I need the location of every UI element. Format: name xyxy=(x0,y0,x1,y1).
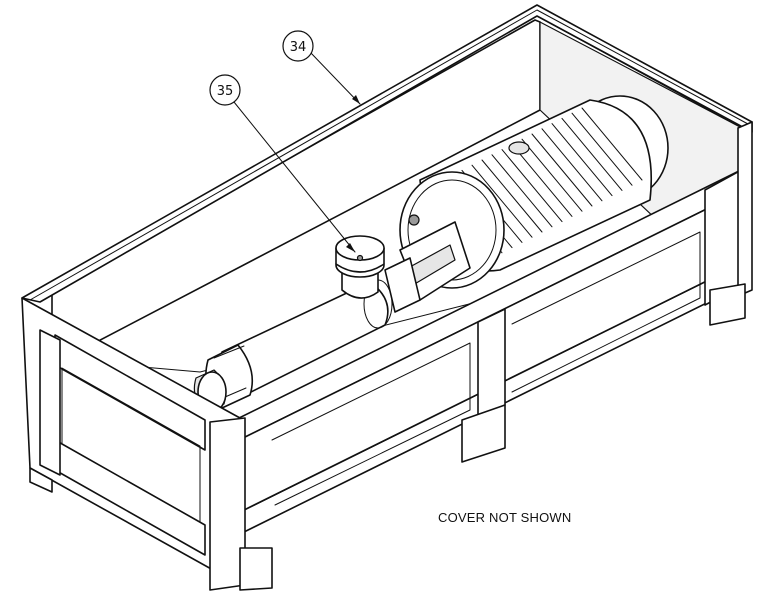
motor-fin xyxy=(481,159,543,233)
motor-fin xyxy=(501,149,563,223)
motor-fin xyxy=(571,112,633,186)
motor-fin xyxy=(561,117,623,191)
motor-fin xyxy=(551,123,613,197)
crate-left-end xyxy=(21,297,246,591)
discharge-cap xyxy=(335,235,385,299)
pump-tube xyxy=(193,221,471,413)
motor-fin xyxy=(581,107,643,181)
motor-fin xyxy=(511,143,573,217)
callout-34: 34 xyxy=(282,30,361,105)
motor-fin xyxy=(541,128,603,202)
callout-35-label: 35 xyxy=(217,84,234,99)
callout-35: 35 xyxy=(209,74,356,253)
motor-fin xyxy=(491,154,553,228)
motor-fin xyxy=(531,133,593,207)
motor-fin xyxy=(471,164,533,238)
crate-skids xyxy=(29,283,746,591)
callout-34-label: 34 xyxy=(290,40,307,55)
cover-not-shown-note: COVER NOT SHOWN xyxy=(438,510,572,525)
motor-fin xyxy=(521,138,583,212)
crate-front-side xyxy=(234,121,753,535)
